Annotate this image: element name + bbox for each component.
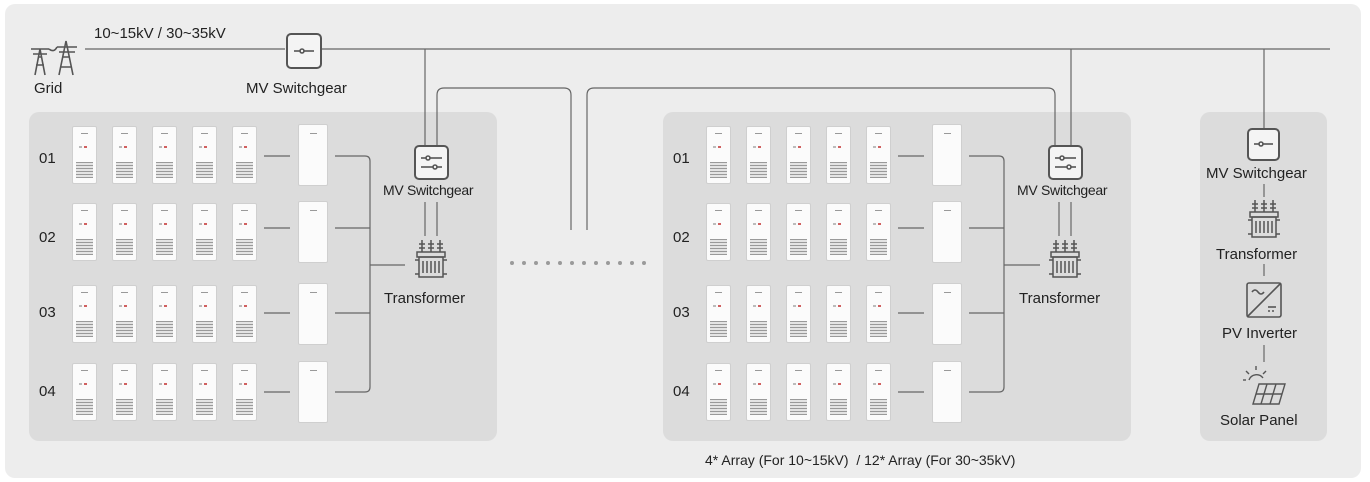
grid-voltage-label: 10~15kV / 30~35kV (94, 25, 226, 42)
battery-cabinet-icon (826, 203, 851, 261)
pv-transformer-label: Transformer (1216, 246, 1298, 263)
switchgear-label: MV Switchgear (1017, 182, 1108, 198)
battery-cabinet-icon (786, 363, 811, 421)
battery-cabinet-icon (746, 203, 771, 261)
pcs-icon (298, 361, 328, 423)
battery-cabinet-icon (72, 285, 97, 343)
battery-cabinet-icon (826, 363, 851, 421)
battery-cabinet-icon (706, 203, 731, 261)
transformer-icon (1248, 200, 1280, 238)
pv-panel (1200, 112, 1327, 441)
row-label: 02 (39, 229, 56, 246)
battery-cabinet-icon (746, 363, 771, 421)
battery-cabinet-icon (826, 285, 851, 343)
solar-panel-label: Solar Panel (1220, 412, 1298, 429)
battery-cabinet-icon (72, 363, 97, 421)
battery-cabinet-icon (232, 126, 257, 184)
row-label: 03 (39, 304, 56, 321)
pcs-icon (298, 124, 328, 186)
switchgear-icon (414, 145, 449, 180)
ellipsis-dots (510, 261, 646, 265)
solar-panel-icon (1243, 366, 1286, 405)
pv-switchgear-label: MV Switchgear (1206, 165, 1307, 182)
pcs-icon (932, 201, 962, 263)
pcs-icon (298, 283, 328, 345)
battery-cabinet-icon (746, 126, 771, 184)
transformer-icon (1049, 240, 1081, 278)
pcs-icon (932, 361, 962, 423)
battery-cabinet-icon (232, 203, 257, 261)
battery-cabinet-icon (786, 285, 811, 343)
battery-cabinet-icon (72, 126, 97, 184)
battery-cabinet-icon (72, 203, 97, 261)
grid-tower-icon (31, 40, 77, 76)
battery-cabinet-icon (192, 126, 217, 184)
pv-inverter-icon (1246, 282, 1282, 318)
pv-inverter-label: PV Inverter (1222, 325, 1298, 342)
main-switchgear-label: MV Switchgear (246, 80, 347, 97)
switchgear-icon (1247, 128, 1280, 161)
battery-cabinet-icon (706, 285, 731, 343)
battery-cabinet-icon (232, 363, 257, 421)
switchgear-icon (1048, 145, 1083, 180)
row-label: 04 (673, 383, 690, 400)
battery-cabinet-icon (112, 126, 137, 184)
battery-cabinet-icon (706, 363, 731, 421)
switchgear-icon (286, 33, 322, 69)
battery-cabinet-icon (192, 285, 217, 343)
pcs-icon (932, 283, 962, 345)
row-label: 04 (39, 383, 56, 400)
battery-cabinet-icon (786, 126, 811, 184)
array-footnote: 4* Array (For 10~15kV) / 12* Array (For … (705, 452, 1016, 468)
battery-cabinet-icon (866, 126, 891, 184)
battery-cabinet-icon (192, 363, 217, 421)
battery-cabinet-icon (866, 285, 891, 343)
battery-cabinet-icon (866, 363, 891, 421)
row-label: 01 (673, 150, 690, 167)
switchgear-label: MV Switchgear (383, 182, 474, 198)
pcs-icon (932, 124, 962, 186)
transformer-label: Transformer (384, 290, 466, 307)
battery-cabinet-icon (112, 285, 137, 343)
row-label: 01 (39, 150, 56, 167)
battery-cabinet-icon (192, 203, 217, 261)
row-label: 03 (673, 304, 690, 321)
transformer-label: Transformer (1019, 290, 1101, 307)
battery-cabinet-icon (112, 363, 137, 421)
battery-cabinet-icon (112, 203, 137, 261)
battery-cabinet-icon (786, 203, 811, 261)
pcs-icon (298, 201, 328, 263)
battery-cabinet-icon (152, 126, 177, 184)
battery-cabinet-icon (866, 203, 891, 261)
battery-cabinet-icon (826, 126, 851, 184)
battery-cabinet-icon (152, 363, 177, 421)
battery-cabinet-icon (152, 285, 177, 343)
row-label: 02 (673, 229, 690, 246)
battery-cabinet-icon (746, 285, 771, 343)
transformer-icon (415, 240, 447, 278)
grid-label: Grid (34, 80, 63, 97)
battery-cabinet-icon (232, 285, 257, 343)
battery-cabinet-icon (706, 126, 731, 184)
battery-cabinet-icon (152, 203, 177, 261)
